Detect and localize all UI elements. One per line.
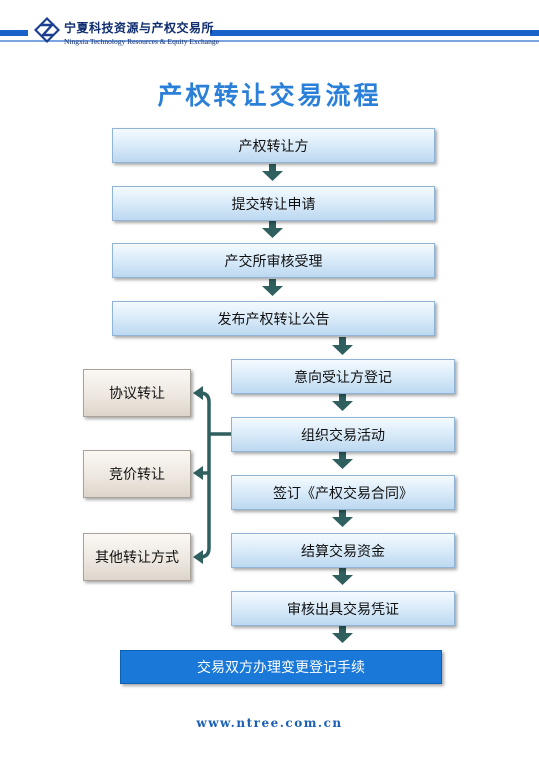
page-title: 产权转让交易流程 <box>157 81 382 110</box>
step-organize-trading: 组织交易活动 <box>231 417 455 452</box>
step-issue-certificate: 审核出具交易凭证 <box>231 591 455 626</box>
nz-logo-icon <box>34 17 60 43</box>
step-sign-contract: 签订《产权交易合同》 <box>231 475 455 510</box>
step-transferor: 产权转让方 <box>112 128 435 163</box>
org-brand: 宁夏科技资源与产权交易所 Ningxia Technology Resource… <box>64 19 219 46</box>
option-negotiated-transfer: 协议转让 <box>83 369 191 417</box>
org-name-en: Ningxia Technology Resources & Equity Ex… <box>64 37 219 46</box>
header-rule <box>0 40 539 42</box>
footer-url[interactable]: www.ntree.com.cn <box>196 716 343 730</box>
step-intended-transferee-registration: 意向受让方登记 <box>231 359 455 394</box>
side-arrowheads <box>193 386 203 564</box>
step-exchange-review: 产交所审核受理 <box>112 243 435 278</box>
step-submit-application: 提交转让申请 <box>112 186 435 221</box>
header-bar-left <box>0 30 28 36</box>
step-change-registration: 交易双方办理变更登记手续 <box>120 650 442 684</box>
org-name-cn: 宁夏科技资源与产权交易所 <box>64 21 215 35</box>
transition-arrow <box>332 337 353 355</box>
option-bidding-transfer: 竞价转让 <box>83 450 191 498</box>
step-publish-announcement: 发布产权转让公告 <box>112 301 435 336</box>
step-settle-funds: 结算交易资金 <box>231 533 455 568</box>
main-flow-arrows <box>262 164 283 296</box>
header-bar-right <box>210 30 539 36</box>
side-bracket <box>199 391 232 559</box>
sub-flow-arrows <box>332 394 353 643</box>
option-other-transfer: 其他转让方式 <box>83 533 191 581</box>
